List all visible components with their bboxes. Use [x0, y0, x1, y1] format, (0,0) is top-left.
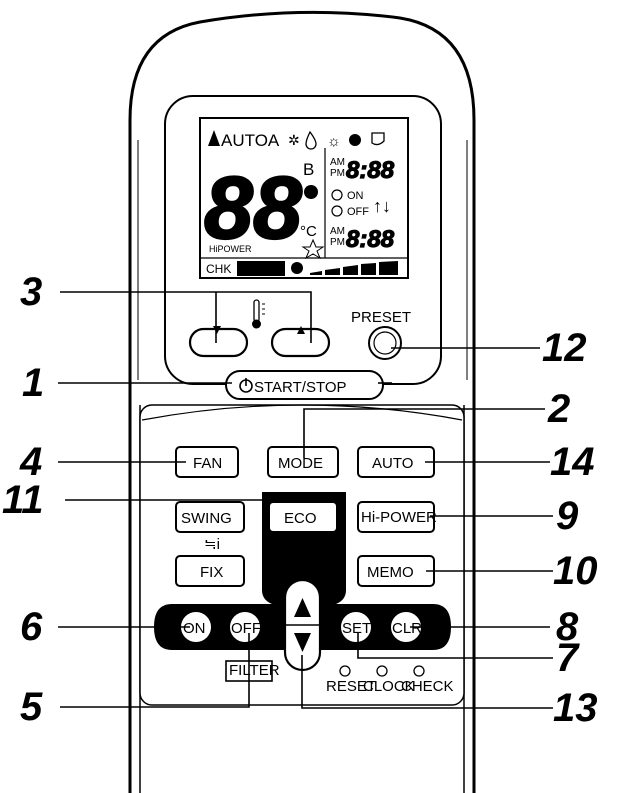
fan-level-bar-1 — [310, 271, 322, 275]
timer-on-clock-icon — [331, 189, 343, 201]
lcd-b-mark: B — [303, 160, 314, 179]
fix-button[interactable] — [175, 555, 245, 587]
leader-2 — [303, 408, 545, 458]
thermometer-icon — [252, 299, 265, 329]
fan-label: FAN — [193, 455, 222, 472]
lcd-auto-bar: AUTO — [242, 262, 276, 276]
timer-off-label: OFF — [231, 620, 261, 637]
cool-snowflake-icon: ✲ — [288, 132, 300, 148]
lcd-auto-bar-bg — [237, 261, 285, 276]
timer-set-label: SET — [342, 620, 371, 637]
lcd-time1: 8:88 — [346, 157, 395, 184]
lcd-display — [199, 117, 409, 279]
mode-triangle-icon — [208, 130, 220, 146]
callout-1: 1 — [22, 361, 45, 405]
fan-level-bar-4 — [361, 263, 376, 275]
preset-button-inner — [373, 331, 397, 355]
memo-label: MEMO — [367, 564, 414, 581]
timer-label: TIMER — [277, 546, 324, 563]
check-hole[interactable] — [413, 665, 425, 677]
timer-off-clock-icon — [331, 205, 343, 217]
timer-clr-label: CLR — [392, 620, 422, 637]
mode-label: MODE — [278, 455, 323, 472]
clock-label: CLOCK — [363, 678, 415, 695]
temp-down-button[interactable] — [188, 326, 249, 358]
fan-level-bar-5 — [379, 261, 398, 275]
eco-label: ECO — [284, 510, 317, 527]
lcd-celsius: °C — [300, 223, 317, 240]
lcd-temp-digits: 88 — [204, 158, 302, 257]
callout-12: 12 — [542, 326, 587, 370]
lcd-am2: AM — [330, 226, 345, 237]
leader-3-up — [60, 291, 312, 343]
leader-5 — [60, 633, 250, 708]
lcd-hipower: HiPOWER — [209, 244, 252, 254]
callout-14: 14 — [550, 440, 595, 484]
leader-lines — [58, 291, 553, 709]
callout-11: 11 — [2, 478, 44, 522]
hipower-label: Hi-POWER — [361, 509, 437, 526]
swap-arrows-icon: ↑↓ — [373, 196, 391, 216]
timer-up-arrow-icon[interactable] — [294, 598, 311, 617]
callout-2: 2 — [548, 387, 571, 431]
filter-label: FILTER — [229, 662, 280, 679]
eco-button[interactable] — [268, 501, 338, 533]
fix-label: FIX — [200, 564, 223, 581]
leader-13 — [301, 655, 553, 709]
swing-symbol-icon: ≒i — [204, 536, 220, 553]
reset-hole[interactable] — [339, 665, 351, 677]
timer-on-label: ON — [183, 620, 206, 637]
timer-set-button[interactable] — [339, 610, 373, 644]
hipower-button[interactable] — [357, 501, 435, 533]
callout-7: 7 — [556, 636, 579, 680]
remote-body — [128, 10, 476, 793]
callout-4: 4 — [20, 440, 43, 484]
timer-off-button[interactable] — [228, 610, 262, 644]
fan-speed-icon — [291, 262, 303, 274]
temp-up-button[interactable] — [270, 326, 331, 358]
lcd-pm2: PM — [330, 237, 345, 248]
callout-8: 8 — [556, 605, 579, 649]
callout-10: 10 — [553, 549, 598, 593]
lcd-p-mark: P — [306, 188, 313, 200]
start-stop-button[interactable] — [225, 370, 384, 400]
heat-sun-icon: ☼ — [327, 133, 341, 150]
mode-button[interactable] — [267, 446, 339, 478]
fan-icon — [349, 134, 361, 146]
preset-p-icon — [304, 185, 318, 199]
lcd-pm1: PM — [330, 168, 345, 179]
clock-hole[interactable] — [376, 665, 388, 677]
callout-9: 9 — [556, 494, 579, 538]
flap-icon — [371, 132, 385, 146]
callout-3: 3 — [20, 270, 43, 314]
auto-label: AUTO — [372, 455, 413, 472]
leader-7 — [357, 633, 553, 659]
reset-label: RESET — [326, 678, 376, 695]
swing-button[interactable] — [175, 501, 245, 533]
start-stop-label: START/STOP — [254, 379, 347, 396]
lcd-on-label: ON — [347, 190, 364, 202]
lcd-chk: CHK — [206, 262, 231, 276]
swing-label: SWING — [181, 510, 232, 527]
callout-5: 5 — [20, 685, 43, 729]
fan-level-bar-2 — [325, 268, 340, 275]
lcd-am1: AM — [330, 157, 345, 168]
callout-13: 13 — [553, 686, 598, 730]
lower-panel-curve — [141, 404, 463, 421]
callout-6: 6 — [20, 605, 43, 649]
preset-label: PRESET — [351, 309, 411, 326]
lcd-time2: 8:88 — [346, 226, 395, 253]
check-label: CHECK — [401, 678, 454, 695]
fan-level-bar-3 — [343, 265, 358, 275]
dry-droplet-icon — [305, 130, 317, 150]
lcd-auto-mode: AUTOA — [221, 131, 280, 150]
timer-down-arrow-icon[interactable] — [294, 633, 311, 652]
lcd-off-label: OFF — [347, 206, 369, 218]
quiet-star-icon — [301, 238, 325, 260]
